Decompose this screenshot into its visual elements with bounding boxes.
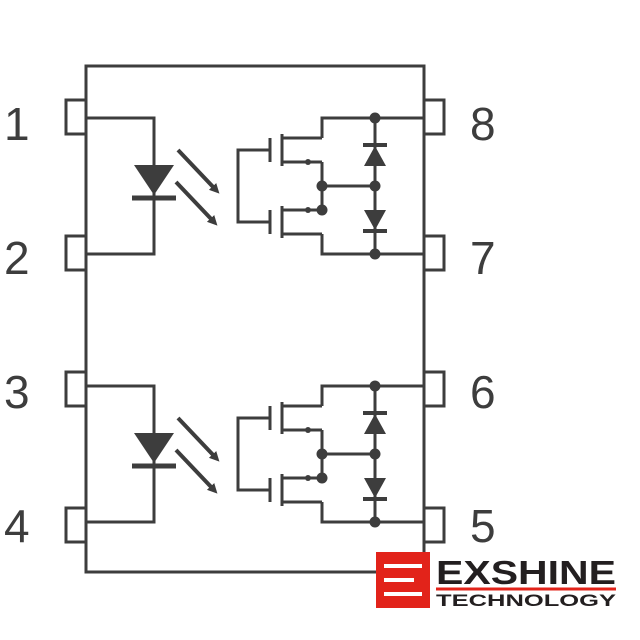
output-wire-upper-7 xyxy=(320,234,424,256)
gate-bracket-upper xyxy=(236,148,270,224)
output-wire-lower-5 xyxy=(320,502,424,524)
channel-upper xyxy=(86,116,424,256)
pin-7-tab xyxy=(422,234,446,272)
junctions-upper xyxy=(305,112,381,260)
body-diode-upper-2-icon xyxy=(364,210,386,230)
output-wire-upper-8 xyxy=(320,116,424,138)
pin-label-1: 1 xyxy=(4,98,30,150)
pin-label-3: 3 xyxy=(4,366,30,418)
led-diode-lower-icon xyxy=(134,433,174,463)
junctions-lower xyxy=(305,380,381,528)
light-arrow-upper-2-icon xyxy=(174,180,218,226)
pin-label-2: 2 xyxy=(4,232,30,284)
brand-name: EXSHINE xyxy=(436,554,616,591)
logo-mark-stripes xyxy=(384,564,422,596)
led-diode-upper-icon xyxy=(134,165,174,195)
body-diode-lower-1-icon xyxy=(364,414,386,434)
body-diode-upper-1-icon xyxy=(364,146,386,166)
light-arrow-upper-1-icon xyxy=(176,148,220,194)
output-wire-lower-6 xyxy=(320,384,424,406)
pin-4-tab xyxy=(64,506,88,544)
led-wire-upper xyxy=(86,116,156,256)
package-outline xyxy=(84,64,426,574)
brand-tagline: TECHNOLOGY xyxy=(436,591,617,610)
pin-label-8: 8 xyxy=(470,98,496,150)
pin-label-5: 5 xyxy=(470,500,496,552)
pin-2-tab xyxy=(64,234,88,272)
channel-lower xyxy=(86,384,424,524)
body-diode-lower-2-icon xyxy=(364,478,386,498)
light-arrow-lower-2-icon xyxy=(174,448,218,494)
pin-6-tab xyxy=(422,370,446,408)
pin-8-tab xyxy=(422,98,446,136)
pin-1-tab xyxy=(64,98,88,136)
pin-label-4: 4 xyxy=(4,500,30,552)
pin-label-6: 6 xyxy=(470,366,496,418)
pin-3-tab xyxy=(64,370,88,408)
pin-5-tab xyxy=(422,506,446,544)
light-arrow-lower-1-icon xyxy=(176,416,220,462)
brand-logo: EXSHINE TECHNOLOGY xyxy=(376,552,617,610)
pin-tabs xyxy=(64,98,446,544)
pin-label-7: 7 xyxy=(470,232,496,284)
led-wire-lower xyxy=(86,384,156,524)
gate-bracket-lower xyxy=(236,416,270,492)
